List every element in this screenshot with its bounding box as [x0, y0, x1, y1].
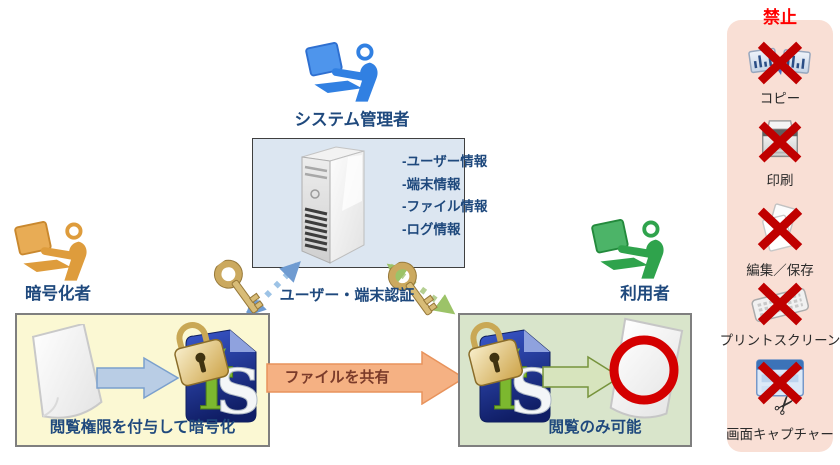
- user-label: 利用者: [620, 285, 670, 303]
- prohibited-title: 禁止: [763, 8, 797, 27]
- auth-label: ユーザー・端末認証: [279, 287, 415, 304]
- allowed-circle-mark: [609, 335, 679, 405]
- auth-key-icon: [213, 259, 264, 314]
- prohibited-item-copy: コピー: [727, 41, 833, 107]
- server-info-list: -ユーザー情報 -端末情報 -ファイル情報 -ログ情報: [402, 151, 488, 241]
- admin-person-at-laptop-icon: [305, 42, 378, 102]
- ts-lock-file-icon: T S: [468, 322, 552, 424]
- server-info-line: -ファイル情報: [402, 199, 488, 214]
- prohibited-item-label: 印刷: [766, 173, 794, 188]
- blue-arrow-right-icon: [96, 356, 180, 400]
- prohibited-item-label: 編集／保存: [746, 263, 814, 278]
- share-arrow-label: ファイルを共有: [284, 369, 390, 386]
- x-mark-icon: [757, 41, 803, 85]
- prohibited-item-print: 印刷: [727, 118, 833, 189]
- share-arrow: [266, 351, 466, 405]
- view-box-caption: 閲覧のみ可能: [548, 419, 642, 436]
- x-mark-icon: [757, 361, 803, 405]
- green-arrow-right-icon: [542, 355, 622, 399]
- user-person-at-laptop-icon: [591, 219, 664, 279]
- server-tower-icon: [301, 146, 365, 264]
- prohibited-item-edit-save: 編集／保存: [727, 202, 833, 279]
- padlock-icon: [468, 322, 523, 387]
- server-info-line: -ユーザー情報: [402, 154, 488, 169]
- x-mark-icon: [757, 207, 803, 251]
- ts-lock-file-icon: T S: [174, 322, 258, 424]
- encryptor-label: 暗号化者: [25, 285, 91, 303]
- prohibited-item-label: 画面キャプチャー: [726, 427, 834, 442]
- admin-label: システム管理者: [294, 111, 410, 129]
- prohibited-item-label: コピー: [759, 91, 801, 106]
- prohibited-item-print-screen: プリントスクリーン: [720, 282, 840, 349]
- server-info-line: -端末情報: [402, 176, 461, 192]
- view-only-document-icon: [609, 317, 684, 419]
- document-icon: [31, 324, 103, 419]
- prohibited-item-label: プリントスクリーン: [719, 333, 840, 348]
- x-mark-icon: [758, 121, 802, 163]
- encryptor-person-at-laptop-icon: [14, 221, 87, 281]
- padlock-icon: [174, 322, 229, 387]
- encrypt-box-caption: 閲覧権限を付与して暗号化: [49, 419, 236, 436]
- auth-key-icon: [387, 261, 438, 316]
- x-mark-icon: [757, 282, 803, 326]
- server-info-line: -ログ情報: [402, 221, 461, 237]
- prohibited-item-screen-capture: ✂ 画面キャプチャー: [726, 358, 834, 443]
